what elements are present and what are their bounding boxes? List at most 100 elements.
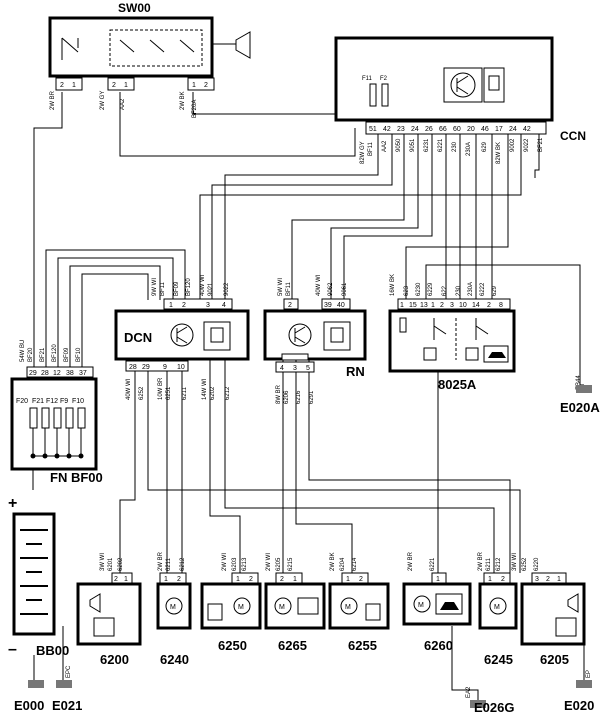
dcn-module: 9W WI BF11 BF09 BF120 40W WI 9021 9022 1… [114, 274, 250, 400]
pin: 2 [114, 576, 118, 583]
wire-label: 623 [404, 285, 410, 296]
wire-label: BF11 [368, 141, 374, 156]
ground-label: E000 [14, 698, 44, 713]
wire-label: 230 [456, 285, 462, 296]
door-icon [207, 603, 223, 621]
wire-label: 6216 [296, 390, 302, 404]
wire-label: AA2 [120, 98, 126, 110]
ccn-pin: 24 [411, 126, 419, 133]
wire-label: 9050 [396, 138, 402, 152]
rn-pin: 2 [288, 302, 292, 309]
relay-coil-icon [483, 67, 505, 103]
sw00-pin: 1 [72, 82, 76, 89]
rn-module: 5W WI BF11 40W WI 9062 9061 2 39 40 RN 4… [263, 274, 367, 404]
wire-label: 6202 [118, 557, 124, 571]
horn-icon [212, 31, 251, 59]
pin: 1 [124, 576, 128, 583]
wire-label: 230A [468, 282, 474, 296]
wire-label: 6211 [182, 386, 188, 400]
dcn-pin: 29 [142, 364, 150, 371]
sw00-pin: 1 [124, 82, 128, 89]
dcn-pin: 2 [182, 302, 186, 309]
wire-label: 9061 [342, 282, 348, 296]
dcn-pin: 9 [163, 364, 167, 371]
wire-label: 5W WI [278, 278, 284, 296]
fuse-pin: 38 [66, 370, 74, 377]
door-icon [423, 347, 479, 361]
door-icon [365, 603, 381, 621]
wire-label: 9W WI [152, 278, 158, 296]
fuse-box: 54W BU BF20 BF21 BF120 BF09 BF10 29 28 1… [10, 340, 103, 485]
motor-icon: M [489, 597, 507, 615]
fuse-label: F10 [72, 398, 84, 405]
relay-pin: 14 [472, 302, 480, 309]
wire-label: 40W WI [126, 378, 132, 400]
ground-code: EPC [66, 665, 72, 678]
battery-label: BB00 [36, 643, 69, 658]
pin: 1 [557, 576, 561, 583]
wires [32, 92, 585, 700]
ccn-pin: 46 [481, 126, 489, 133]
svg-text:M: M [494, 604, 500, 611]
dcn-label: DCN [124, 330, 152, 345]
wire-label: 82W BK [496, 142, 502, 164]
pin: 1 [436, 576, 440, 583]
component-6200: 3W WI 6201 6202 2 1 6200 [76, 553, 142, 667]
relay-pin: 1 [400, 302, 404, 309]
ground-symbol [28, 680, 44, 688]
component-label: 6260 [424, 638, 453, 653]
wire-label: 6221 [438, 138, 444, 152]
pin: 1 [236, 576, 240, 583]
ground-symbol [576, 680, 592, 688]
relay-pin: 2 [440, 302, 444, 309]
wire-label: 6252 [139, 386, 145, 400]
pin: 2 [501, 576, 505, 583]
pin: 2 [280, 576, 284, 583]
fuse-label: F20 [16, 398, 28, 405]
wire-label: 629 [482, 141, 488, 152]
wire-label: 9022 [224, 282, 230, 296]
ground-code: EP [586, 670, 592, 678]
wire-label: BF09 [174, 281, 180, 296]
transistor-icon [288, 323, 312, 347]
wire-label: 9021 [208, 282, 214, 296]
sw00-pin: 1 [192, 82, 196, 89]
component-6265: 2W WI 6205 6215 2 1 M 6265 [264, 553, 326, 653]
wire-label: 6215 [288, 557, 294, 571]
battery-plus-sign: + [8, 495, 17, 512]
fuse-box-label: FN BF00 [50, 470, 103, 485]
fuse-label: F9 [60, 398, 68, 405]
component-6250: 2W WI 6203 6213 1 2 M 6250 [200, 553, 262, 653]
wire-label: BF11 [286, 281, 292, 296]
wire-label: 230 [452, 141, 458, 152]
component-label: 6250 [218, 638, 247, 653]
ccn-pin: 42 [383, 126, 391, 133]
relay-pin: 2 [487, 302, 491, 309]
wire-label: 6221 [430, 557, 436, 571]
ccn-pin: 24 [509, 126, 517, 133]
dcn-pin: 3 [206, 302, 210, 309]
fuse-pin: 29 [29, 370, 37, 377]
component-label: 6200 [100, 652, 129, 667]
rn-pin: 40 [337, 302, 345, 309]
wire-label: 6205 [276, 557, 282, 571]
pin: 1 [346, 576, 350, 583]
fuse-pin: 37 [79, 370, 87, 377]
ccn-module: CCN F11 F2 51 42 23 24 26 66 60 20 46 17… [334, 36, 586, 164]
wire-label: 40W WI [316, 274, 322, 296]
motor-icon: M [274, 597, 292, 615]
relay-label: 8025A [438, 377, 477, 392]
wire-label: 54W BU [20, 340, 26, 362]
fuse-pin: 28 [41, 370, 49, 377]
wire-label: BF10 [76, 347, 82, 362]
wire-label: 6206 [284, 390, 290, 404]
wire-label: 82W GY [360, 141, 366, 164]
ccn-pin: 17 [495, 126, 503, 133]
wire-label: 622 [442, 285, 448, 296]
relay-8025a: 16W BK 623 6230 6229 622 230 230A 6222 6… [388, 274, 582, 392]
relay-pin: 15 [409, 302, 417, 309]
relay-pin: 3 [450, 302, 454, 309]
motor-icon: M [233, 597, 251, 615]
sw00-pin: 2 [60, 82, 64, 89]
ground-symbol [470, 700, 486, 708]
